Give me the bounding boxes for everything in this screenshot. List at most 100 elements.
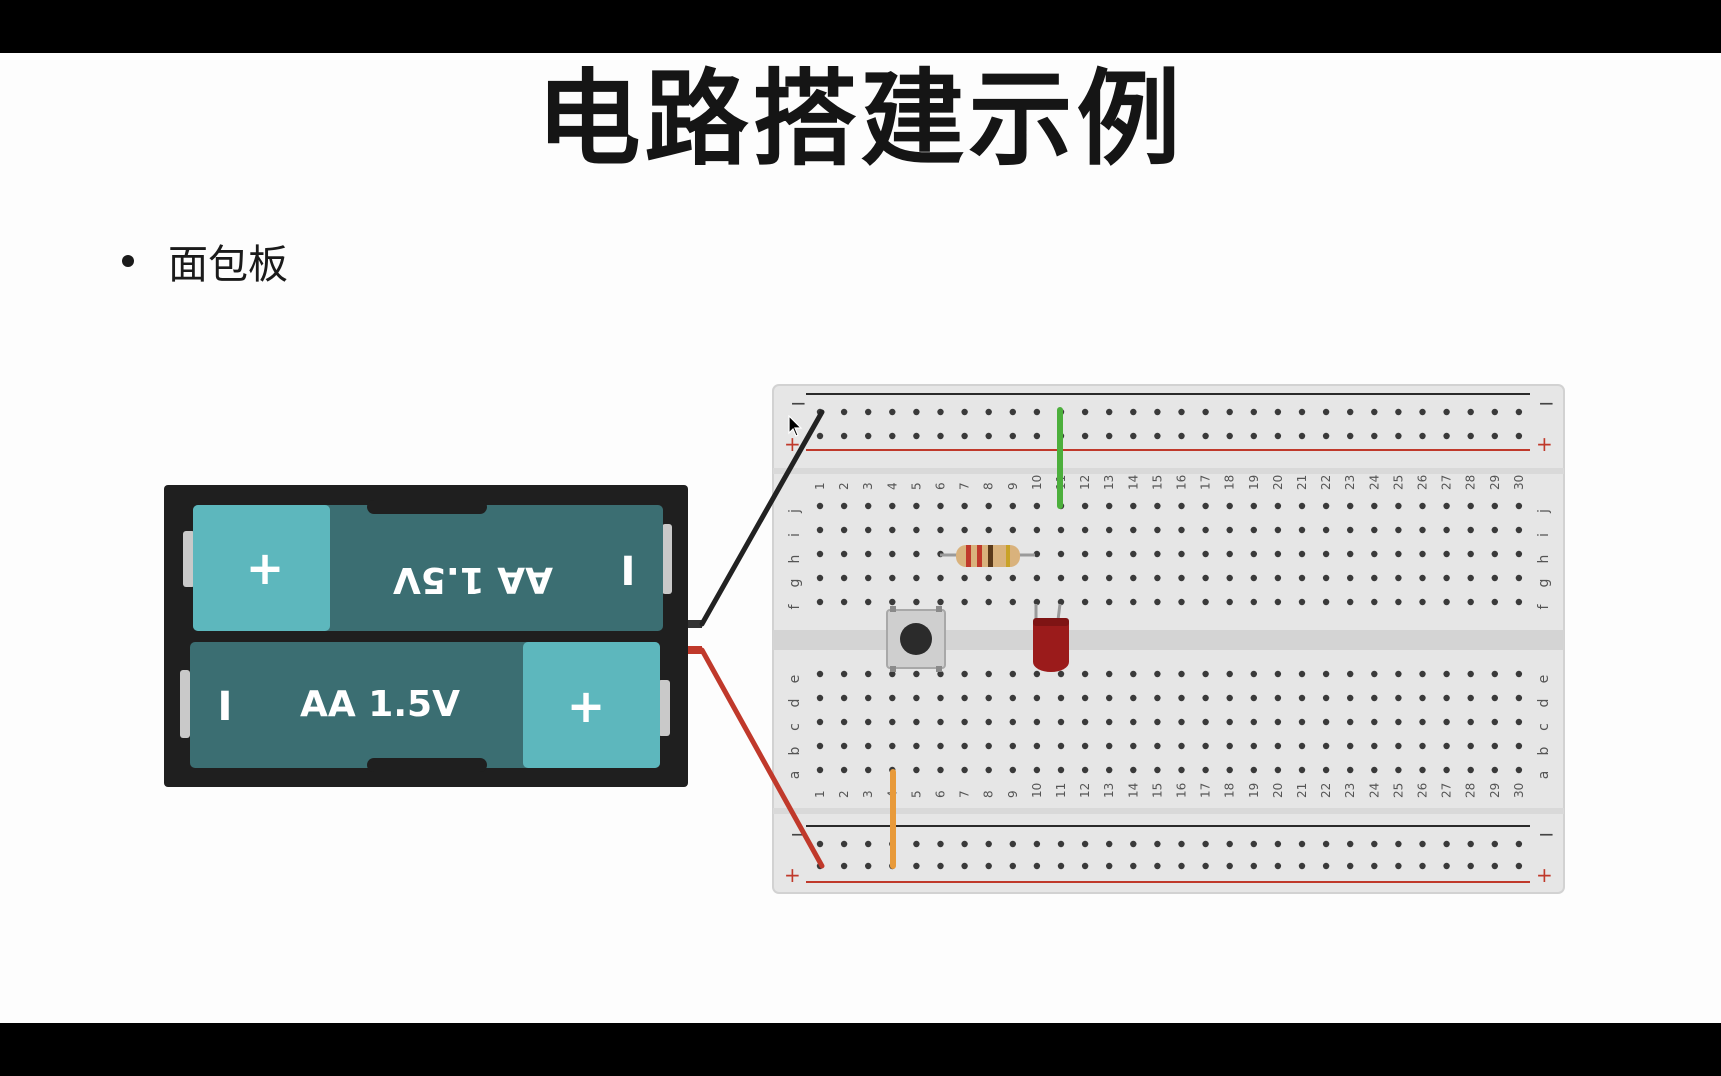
breadboard-hole [1347,526,1354,534]
breadboard-hole [985,742,992,750]
breadboard-hole [1371,670,1378,678]
breadboard-hole [1443,670,1450,678]
breadboard-hole [1226,598,1233,606]
breadboard-hole [1491,502,1499,510]
breadboard-hole [1298,742,1306,750]
column-number: 28 [1464,783,1478,798]
breadboard-labels: 1122334455667788991010111112121313141415… [787,475,1552,798]
breadboard-hole [1081,550,1089,558]
breadboard-hole [1202,862,1209,870]
breadboard-hole [1419,840,1426,848]
breadboard-hole [1033,408,1041,416]
breadboard-hole [1226,408,1233,416]
bullet-item: 面包板 [122,232,288,290]
breadboard-hole [1202,502,1209,510]
breadboard-hole [1491,550,1499,558]
breadboard-hole [1322,742,1330,750]
breadboard-hole [1033,432,1041,440]
breadboard-hole [865,670,872,678]
breadboard-hole [1178,598,1185,606]
breadboard-hole [1274,432,1282,440]
column-number: 15 [1150,475,1164,490]
breadboard-hole [1491,718,1499,726]
center-channel [773,630,1564,650]
column-number: 12 [1078,475,1092,490]
breadboard-hole [1226,670,1233,678]
breadboard-hole [961,574,968,582]
breadboard-hole [1154,766,1161,774]
breadboard-hole [961,742,968,750]
breadboard-hole [1178,862,1185,870]
column-number: 8 [982,482,996,490]
row-letter: h [787,555,803,564]
breadboard-hole [1250,718,1258,726]
breadboard-hole [1202,670,1209,678]
breadboard-hole [840,718,848,726]
breadboard-hole [1467,502,1474,510]
breadboard-hole [1347,598,1354,606]
breadboard-hole [1491,526,1499,534]
battery-plus-symbol: + [567,679,606,733]
breadboard-hole [1443,526,1450,534]
breadboard-hole [1154,670,1161,678]
breadboard-hole [1371,526,1378,534]
breadboard-hole [1443,574,1450,582]
breadboard-hole [961,432,968,440]
mouse-pointer-icon [788,415,803,437]
breadboard-hole [840,694,848,702]
column-number: 26 [1416,783,1430,798]
column-number: 27 [1440,783,1454,798]
breadboard-hole [1298,840,1306,848]
breadboard-hole [1130,718,1137,726]
breadboard-hole [1081,862,1089,870]
column-number: 6 [934,482,948,490]
breadboard-hole [937,598,944,606]
breadboard-hole [961,598,968,606]
breadboard-hole [1467,574,1474,582]
breadboard-hole [1322,526,1330,534]
breadboard-hole [1443,742,1450,750]
breadboard-hole [840,550,848,558]
breadboard-hole [1226,502,1233,510]
breadboard-hole [1154,718,1161,726]
column-number: 24 [1367,475,1381,490]
breadboard-hole [1081,718,1089,726]
breadboard-hole [1226,694,1233,702]
breadboard-hole [1395,742,1402,750]
breadboard-hole [1250,598,1258,606]
row-letter: g [1536,579,1552,588]
battery-cap-top [193,505,330,631]
breadboard-hole [1419,526,1426,534]
breadboard-hole [1274,766,1282,774]
breadboard-hole [913,432,920,440]
breadboard-hole [937,574,944,582]
breadboard-hole [1515,694,1523,702]
breadboard-hole [985,598,992,606]
resistor [940,545,1035,567]
breadboard-hole [1178,670,1185,678]
breadboard-hole [961,408,968,416]
breadboard-hole [816,432,824,440]
breadboard-hole [985,766,992,774]
breadboard-hole [1515,670,1523,678]
breadboard-hole [1467,550,1474,558]
breadboard-hole [1322,670,1330,678]
breadboard-hole [840,862,848,870]
breadboard-hole [985,502,992,510]
breadboard-hole [1395,550,1402,558]
breadboard-hole [840,526,848,534]
breadboard-hole [816,574,824,582]
breadboard-hole [1419,862,1426,870]
breadboard-hole [1130,408,1137,416]
breadboard-hole [985,526,992,534]
breadboard-hole [937,408,944,416]
breadboard-hole [913,550,920,558]
breadboard-hole [1443,550,1450,558]
breadboard-hole [1250,432,1258,440]
breadboard-hole [1009,742,1016,750]
breadboard-hole [865,526,872,534]
breadboard-hole [1298,526,1306,534]
slide-title: 电路搭建示例 [536,58,1185,180]
breadboard-hole [1347,694,1354,702]
